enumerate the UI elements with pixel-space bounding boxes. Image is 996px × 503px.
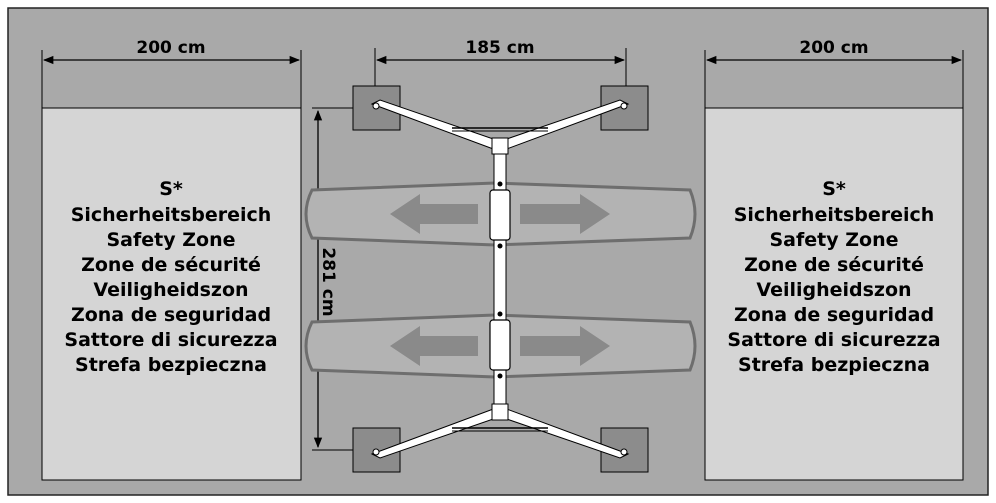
lift-cylinder bbox=[489, 319, 511, 371]
right-zone-line: Veiligheidszon bbox=[756, 279, 911, 301]
right-zone-width-label: 200 cm bbox=[799, 38, 868, 58]
lift-width-dimension: 185 cm bbox=[374, 38, 627, 88]
right-zone-line: Zona de seguridad bbox=[734, 304, 934, 326]
right-zone-box bbox=[704, 107, 964, 481]
lift-length-label: 281 cm bbox=[318, 247, 338, 316]
lift-frame bbox=[370, 99, 630, 459]
right-zone-line: Zone de sécurité bbox=[744, 254, 924, 276]
right-zone-line: Strefa bezpieczna bbox=[738, 354, 930, 376]
left-zone-line: Safety Zone bbox=[107, 229, 236, 251]
left-zone-line: Strefa bezpieczna bbox=[75, 354, 267, 376]
right-safety-zone: 200 cm S* Sicherheitsbereich Safety Zone… bbox=[704, 38, 964, 481]
arrow-left-icon bbox=[390, 194, 478, 234]
left-zone-title: S* bbox=[159, 178, 183, 200]
movement-arrows bbox=[390, 194, 610, 366]
left-safety-zone: 200 cm S* Sicherheitsbereich Safety Zone… bbox=[41, 38, 302, 481]
left-zone-line: Sicherheitsbereich bbox=[71, 204, 272, 226]
right-zone-line: Safety Zone bbox=[770, 229, 899, 251]
left-zone-width-label: 200 cm bbox=[136, 38, 205, 58]
arrow-right-icon bbox=[520, 194, 610, 234]
left-zone-box bbox=[41, 107, 302, 481]
lift-width-label: 185 cm bbox=[465, 38, 534, 58]
lift-cylinder bbox=[489, 189, 511, 241]
left-zone-line: Veiligheidszon bbox=[93, 279, 248, 301]
right-zone-line: Sattore di sicurezza bbox=[727, 329, 940, 351]
arrow-right-icon bbox=[520, 326, 610, 366]
right-zone-line: Sicherheitsbereich bbox=[734, 204, 935, 226]
left-zone-line: Zone de sécurité bbox=[81, 254, 261, 276]
left-zone-line: Sattore di sicurezza bbox=[64, 329, 277, 351]
right-zone-title: S* bbox=[822, 178, 846, 200]
arrow-left-icon bbox=[390, 326, 478, 366]
left-zone-line: Zona de seguridad bbox=[71, 304, 271, 326]
